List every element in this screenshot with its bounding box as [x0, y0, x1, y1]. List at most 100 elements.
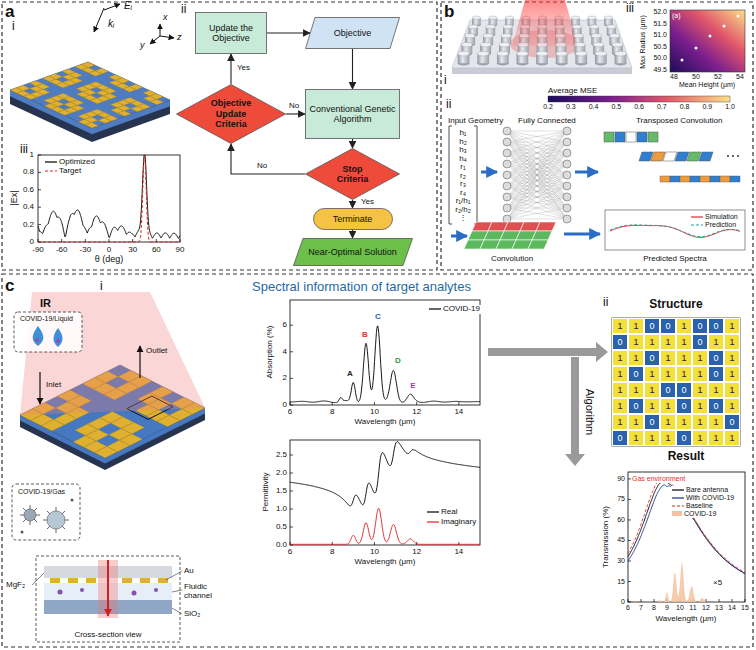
legend-line	[429, 309, 441, 310]
table-cell: 1	[676, 334, 692, 350]
polygon-shape	[651, 152, 665, 161]
tick-label: 10	[676, 604, 684, 612]
peak-letter: A	[346, 369, 354, 378]
structure-grid-outline	[612, 318, 740, 446]
table-cell: 1	[660, 366, 676, 382]
node-text-box: Near-Optimal Solution	[293, 238, 413, 266]
table-cell: 1	[628, 334, 644, 350]
colorbar-title: Average MSE	[548, 86, 597, 95]
polygon-shape	[628, 563, 745, 602]
line-shape	[507, 131, 567, 175]
line-shape	[507, 131, 567, 197]
rect-shape	[648, 132, 658, 142]
ellipse-shape	[477, 51, 489, 56]
line-shape	[290, 455, 293, 456]
flow-port-arrows	[40, 346, 140, 404]
tick-label: 8	[652, 604, 656, 612]
edge-label: No	[288, 101, 300, 110]
axis-title: Max Radius (μm)	[639, 15, 647, 68]
heat-map	[681, 59, 684, 62]
input-parameter: ⋮	[459, 213, 467, 222]
polygon-shape	[36, 84, 49, 90]
polygon-shape	[536, 222, 556, 231]
rect-shape	[626, 132, 636, 142]
tick-label: 9	[665, 604, 669, 612]
legend-line-sample	[691, 214, 703, 220]
legend-text: Simulation	[705, 213, 738, 221]
tick-label: 0	[621, 598, 625, 606]
peak-letter: D	[394, 356, 402, 365]
table-cell: 1	[628, 414, 644, 430]
table-cell: 1	[692, 382, 708, 398]
table-cell: 1	[692, 414, 708, 430]
rect-shape	[604, 132, 614, 142]
line-shape	[290, 473, 293, 474]
node-text-box: Update the Objective	[195, 12, 267, 54]
input-parameter: h₁	[459, 128, 466, 137]
tick-label: 90	[617, 475, 625, 483]
line-shape	[38, 189, 41, 190]
flow-connector	[231, 144, 305, 174]
flow-connector	[286, 113, 305, 114]
liquid-inset	[56, 339, 60, 343]
line-shape	[507, 186, 567, 219]
legend-entry: Simulation	[690, 213, 739, 221]
table-cell: 0	[644, 350, 660, 366]
algorithm-arrows	[488, 342, 608, 466]
tick-label: 90	[176, 245, 185, 254]
line-shape	[507, 208, 567, 219]
cross-section-inset	[172, 608, 182, 614]
line-shape	[61, 239, 62, 242]
tick-label: 0.8	[23, 168, 34, 177]
flow-connector	[352, 49, 353, 89]
line-shape	[654, 599, 655, 602]
table-cell: 1	[676, 318, 692, 334]
axis-title: |Ex|	[9, 190, 19, 205]
legend-line-sample	[45, 159, 57, 165]
legend-entry: Imaginary	[426, 518, 477, 527]
circle-shape	[503, 204, 511, 212]
table-cell: 1	[612, 414, 628, 430]
tick-label: 12	[412, 407, 421, 416]
node-shape	[306, 149, 400, 200]
legend-line	[427, 522, 439, 523]
polygon-shape	[10, 62, 170, 128]
circle-shape	[563, 182, 571, 190]
heat-map	[723, 25, 726, 28]
legend-line-sample	[672, 487, 684, 493]
rect-shape	[700, 176, 710, 182]
ellipse-shape	[556, 51, 568, 56]
tick-label: 50	[692, 73, 700, 81]
node-text-box: Terminate	[313, 208, 393, 230]
tick-label: 0.8	[680, 103, 690, 111]
ellipse-shape	[588, 16, 597, 19]
legend-entry: COVID-19	[671, 510, 717, 518]
line-shape	[732, 599, 733, 602]
polygon-shape	[95, 68, 108, 74]
line-shape	[290, 405, 293, 406]
node-text: Terminate	[333, 214, 373, 224]
polygon-shape	[150, 94, 163, 100]
gas-inset	[24, 509, 36, 521]
circle-shape	[503, 171, 511, 179]
legend-entry: Real	[426, 508, 458, 517]
gas-inset	[12, 484, 80, 540]
polygon-shape	[639, 152, 653, 161]
decision-diamond: Stop Criteria	[305, 148, 400, 200]
axis-title: Wavelength (μm)	[656, 614, 717, 623]
polygon-shape	[71, 105, 84, 111]
ellipse-shape	[517, 51, 529, 56]
input-parameter: h₃	[459, 145, 467, 154]
node-text-box: Conventional Genetic Algorithm	[305, 89, 400, 139]
stage-title: Transposed Convolution	[636, 116, 722, 125]
polygon-shape	[85, 117, 98, 123]
polygon-shape	[117, 105, 130, 111]
gas-inset	[47, 511, 65, 529]
circle-shape	[737, 155, 739, 157]
layer-label: Au	[184, 566, 194, 575]
polyline-shape	[628, 485, 745, 574]
cross-section-inset	[107, 560, 109, 616]
axis-title: Mean Height (μm)	[679, 81, 735, 89]
line-shape	[507, 175, 567, 219]
line-shape	[416, 402, 417, 405]
